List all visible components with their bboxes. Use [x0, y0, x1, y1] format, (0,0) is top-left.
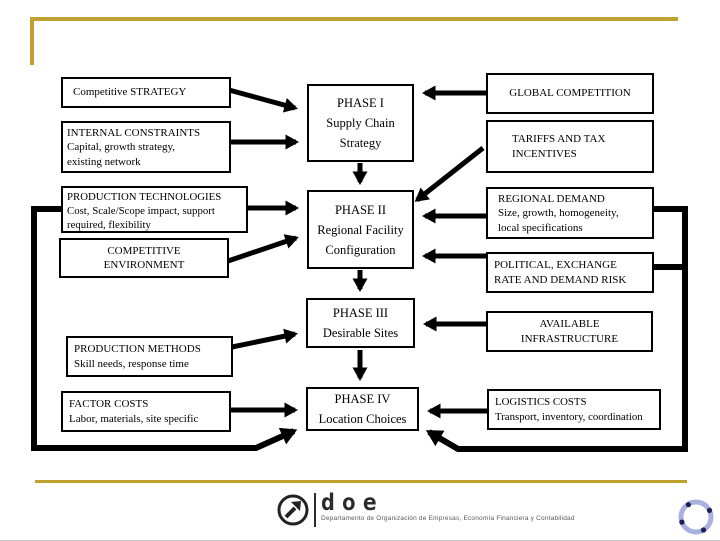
phase-detail: Location Choices [318, 412, 407, 426]
box-detail: Transport, inventory, coordination [495, 410, 643, 423]
phase-title: PHASE II [334, 202, 387, 217]
phase-title: PHASE III [332, 306, 389, 320]
logo-tagline: Departamento de Organización de Empresas… [321, 514, 575, 522]
phase-detail: Desirable Sites [322, 326, 399, 340]
box-title: AVAILABLE [539, 318, 600, 331]
box-internal-constraints: INTERNAL CONSTRAINTS Capital, growth str… [61, 121, 231, 173]
box-phase3: PHASE III Desirable Sites [306, 298, 415, 348]
phase-detail: Configuration [325, 242, 396, 257]
arrow-production-methods-to-phase3 [231, 328, 298, 350]
box-detail: required, flexibility [67, 219, 151, 232]
box-title: Competitive STRATEGY [73, 86, 187, 99]
bottom-accent-line [35, 480, 687, 483]
box-available-infrastructure: AVAILABLE INFRASTRUCTURE [486, 311, 653, 352]
top-accent-line [30, 17, 678, 21]
box-title: INFRASTRUCTURE [520, 332, 619, 345]
phase-detail: Supply Chain [326, 116, 395, 130]
box-phase2: PHASE II Regional Facility Configuration [307, 190, 414, 269]
box-regional-demand: REGIONAL DEMAND Size, growth, homogeneit… [486, 187, 654, 239]
box-global-competition: GLOBAL COMPETITION [486, 73, 654, 114]
box-title: GLOBAL COMPETITION [509, 87, 631, 100]
box-detail: local specifications [498, 221, 583, 234]
phase-title: PHASE I [337, 96, 384, 110]
box-title: INCENTIVES [512, 147, 577, 160]
compass-arrow-icon [277, 494, 309, 526]
box-tariffs-tax: TARIFFS AND TAX INCENTIVES [486, 120, 654, 173]
feedback-loop-left [31, 206, 298, 451]
logo-wordmark: doe [321, 490, 384, 516]
logo-divider [314, 493, 316, 527]
box-detail: Labor, materials, site specific [69, 412, 199, 425]
box-phase4: PHASE IV Location Choices [306, 387, 419, 431]
box-competitive-environment: COMPETITIVE ENVIRONMENT [59, 238, 229, 278]
box-title: ENVIRONMENT [103, 259, 185, 271]
box-title: LOGISTICS COSTS [495, 396, 587, 409]
box-title: POLITICAL, EXCHANGE [494, 259, 617, 272]
box-phase1: PHASE I Supply Chain Strategy [307, 84, 414, 162]
phase-title: PHASE IV [334, 392, 391, 406]
box-detail: Capital, growth strategy, [67, 141, 176, 154]
box-title: COMPETITIVE [107, 244, 181, 257]
box-title: REGIONAL DEMAND [498, 193, 605, 205]
box-title: TARIFFS AND TAX [512, 133, 606, 146]
university-swirl-logo-icon [678, 499, 714, 535]
arrow-competitive-environment-to-phase2 [227, 234, 299, 264]
box-logistics-costs: LOGISTICS COSTS Transport, inventory, co… [487, 389, 661, 430]
box-title: INTERNAL CONSTRAINTS [67, 127, 201, 139]
box-title: PRODUCTION METHODS [74, 343, 201, 356]
box-production-technologies: PRODUCTION TECHNOLOGIES Cost, Scale/Scop… [61, 186, 248, 233]
arrow-tariffs-to-phase2 [414, 146, 485, 202]
doe-department-logo: doe Departamento de Organización de Empr… [276, 490, 575, 527]
box-detail: Size, growth, homogeneity, [498, 207, 619, 220]
box-title: FACTOR COSTS [69, 398, 149, 411]
box-detail: existing network [67, 155, 141, 168]
box-detail: Skill needs, response time [74, 357, 189, 370]
phase-detail: Regional Facility [317, 222, 404, 237]
phase-detail: Strategy [339, 136, 382, 150]
box-detail: Cost, Scale/Scope impact, support [67, 205, 215, 218]
box-title: RATE AND DEMAND RISK [494, 273, 627, 286]
box-competitive-strategy: Competitive STRATEGY [61, 77, 231, 108]
feedback-loop-right [425, 206, 688, 452]
box-factor-costs: FACTOR COSTS Labor, materials, site spec… [61, 391, 231, 432]
box-title: PRODUCTION TECHNOLOGIES [67, 191, 222, 203]
arrow-competitive-strategy-to-phase1 [228, 87, 298, 113]
box-political-risk: POLITICAL, EXCHANGE RATE AND DEMAND RISK [486, 252, 654, 293]
top-accent-corner [30, 17, 34, 65]
box-production-methods: PRODUCTION METHODS Skill needs, response… [66, 336, 233, 377]
